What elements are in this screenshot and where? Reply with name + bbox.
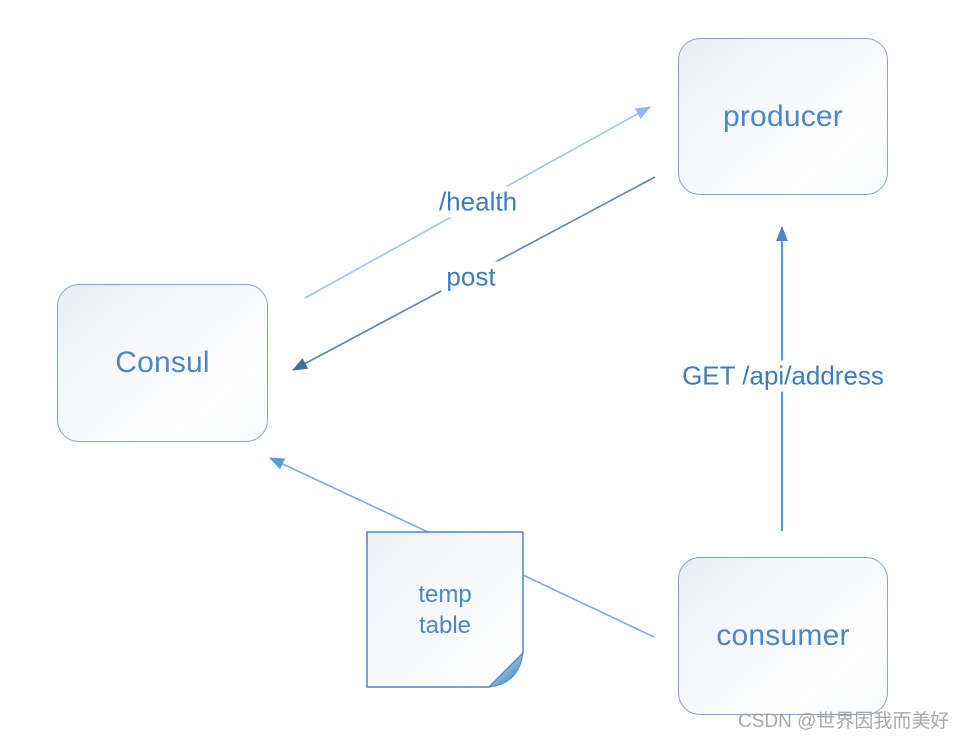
- node-consul-label: Consul: [115, 346, 210, 379]
- edge-consumer-to-note-line: [522, 574, 655, 638]
- watermark-text: CSDN @世界因我而美好: [738, 711, 950, 732]
- note-folded-corner: [488, 652, 524, 688]
- node-consul: Consul: [57, 284, 268, 442]
- node-producer-label: producer: [722, 99, 843, 133]
- node-consumer-label: consumer: [716, 619, 850, 652]
- edge-label-get-address: GET /api/address: [677, 360, 889, 392]
- edge-label-post: post: [441, 261, 501, 293]
- edge-note-to-consul-arrow: [269, 457, 431, 534]
- note-label: temp table: [418, 581, 472, 639]
- edge-label-health: /health: [433, 186, 523, 218]
- node-producer: producer: [678, 38, 888, 195]
- node-consumer: consumer: [678, 557, 888, 715]
